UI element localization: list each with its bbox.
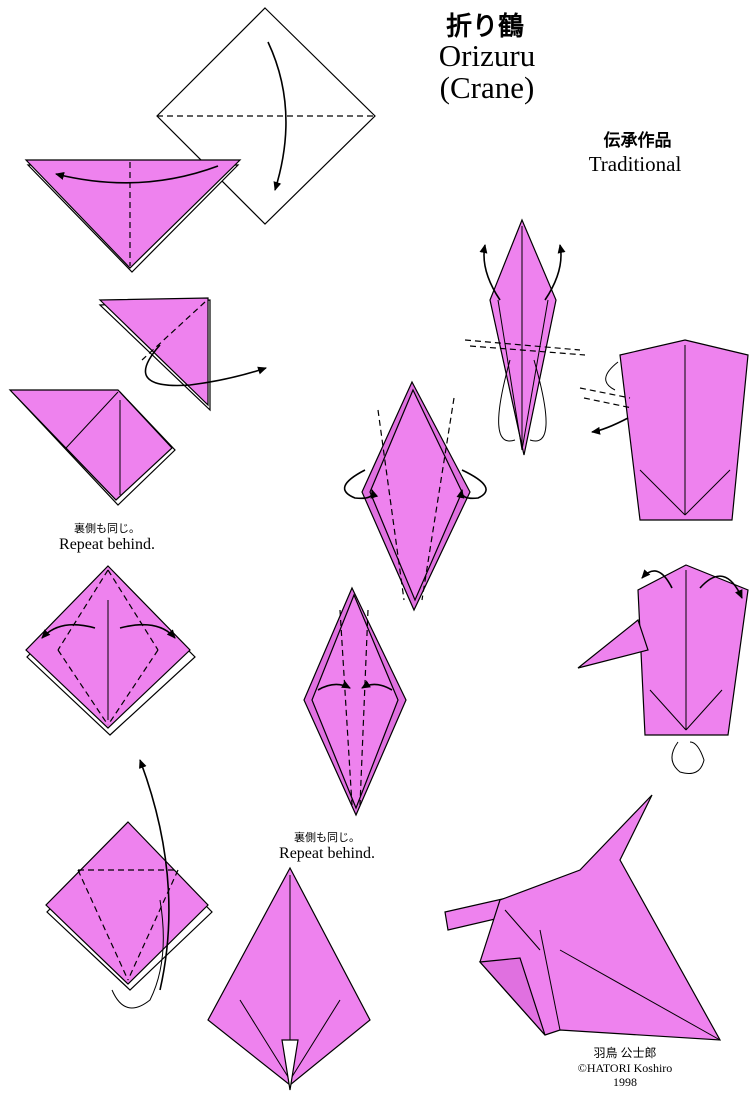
title-english: Orizuru (Crane): [412, 40, 562, 104]
repeat-behind-1-jp: 裏側も同じ。: [42, 520, 172, 536]
title-line-1: Orizuru: [412, 40, 562, 72]
step-10-neck-tail: [465, 220, 585, 455]
traditional-label-jp: 伝承作品: [575, 126, 700, 151]
repeat-behind-2-en: Repeat behind.: [262, 845, 392, 863]
step-11-head-fold: [580, 340, 748, 520]
step-7-bird-base: [208, 868, 370, 1090]
repeat-behind-1-en: Repeat behind.: [42, 536, 172, 554]
step-4-preliminary: [10, 390, 175, 505]
traditional-label-en: Traditional: [560, 152, 710, 177]
credit-author-en: ©HATORI Koshiro: [560, 1061, 690, 1075]
step-5-kite-folds: [26, 566, 195, 735]
step-9-reverse-folds: [345, 382, 486, 610]
step-13-finished-crane: [445, 795, 720, 1040]
step-8-narrow: [304, 588, 406, 815]
credit-year: 1998: [560, 1075, 690, 1089]
step-12-spread-wings: [578, 565, 748, 774]
credit-author-jp: 羽鳥 公士郎: [560, 1046, 690, 1060]
title-line-2: (Crane): [412, 72, 562, 104]
step-6-petal-fold: [46, 760, 212, 1008]
step-2-triangle: [26, 160, 240, 272]
repeat-behind-2-jp: 裏側も同じ。: [262, 829, 392, 845]
step-3-squash: [100, 298, 266, 410]
